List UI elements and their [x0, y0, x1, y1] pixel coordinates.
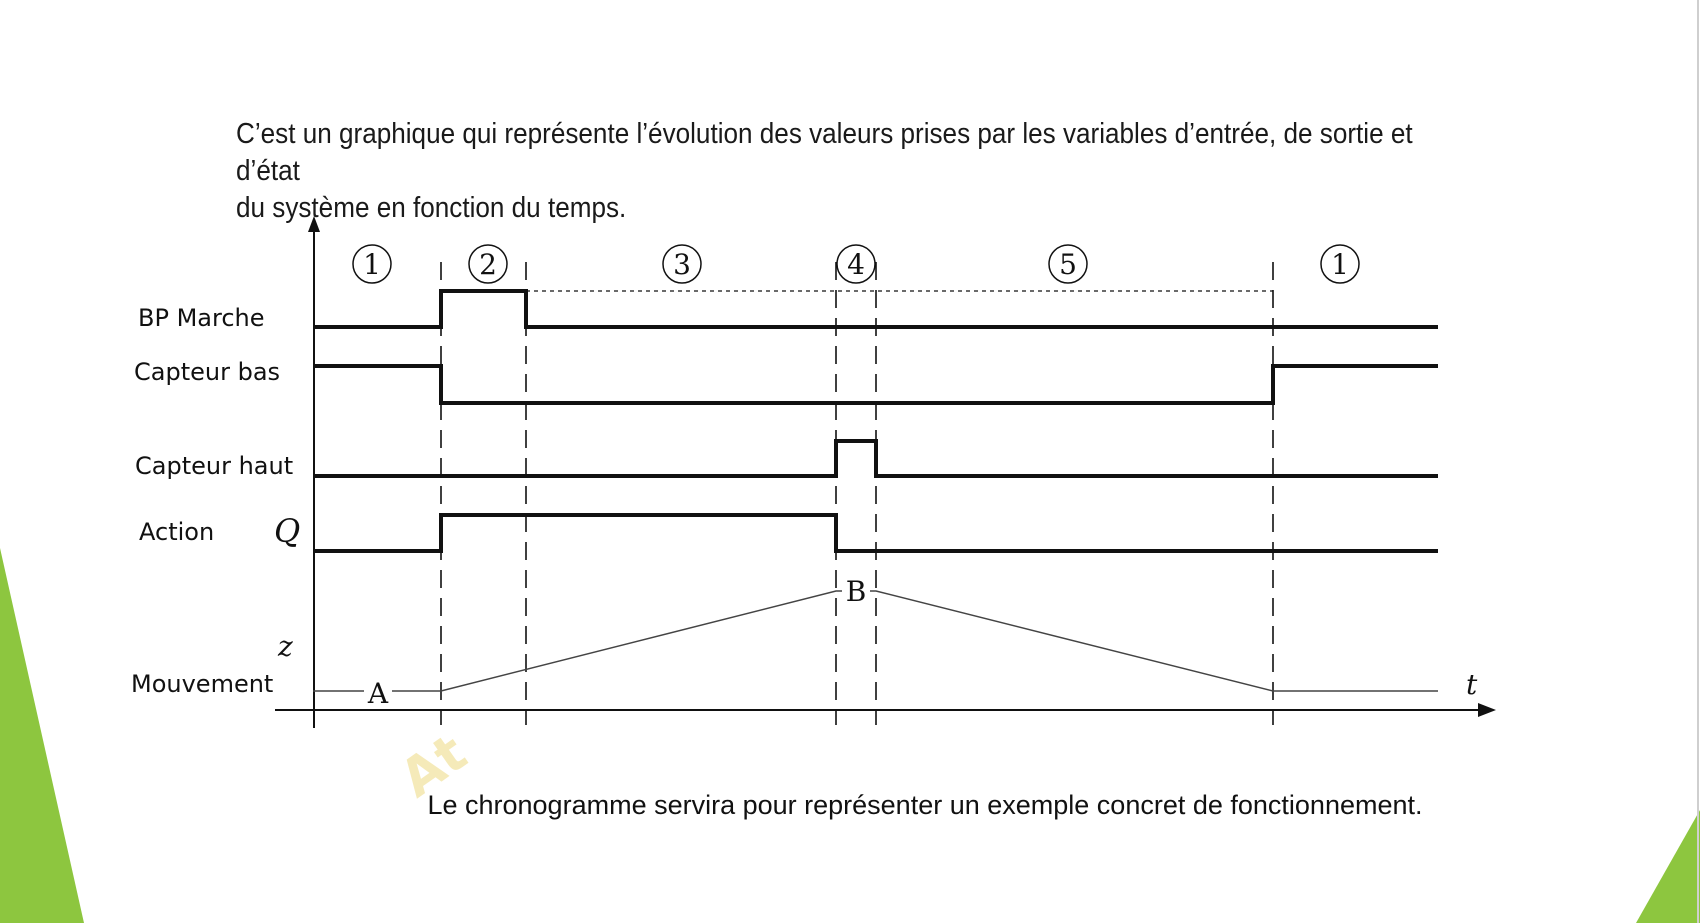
label-z: z: [277, 630, 293, 663]
phase-label-4: 4: [847, 248, 865, 281]
label-bp-marche: BP Marche: [138, 304, 265, 332]
phase-label-3: 3: [673, 248, 691, 281]
point-a-mask: [364, 679, 392, 705]
point-b-mask: [842, 579, 870, 605]
intro-text: C’est un graphique qui représente l’évol…: [236, 116, 1433, 227]
label-capteur-haut: Capteur haut: [135, 452, 293, 480]
phase-label-6: 1: [1331, 248, 1349, 281]
phase-circle-4: [836, 244, 876, 284]
label-action-q: Q: [274, 512, 300, 550]
phase-circles: [352, 244, 1360, 284]
waveform-capteur-bas: [313, 364, 1438, 405]
phase-separators: [440, 262, 1274, 725]
waveform-capteur-haut: [313, 439, 1438, 478]
label-mouvement: Mouvement: [131, 670, 273, 698]
waveform-bp-marche: [313, 289, 1438, 329]
time-axis-label: t: [1466, 668, 1478, 701]
point-a-label: A: [367, 677, 389, 710]
intro-line-2: du système en fonction du temps.: [236, 192, 627, 224]
phase-circle-2: [468, 244, 508, 284]
phase-circle-5: [1048, 244, 1088, 284]
phase-label-2: 2: [479, 248, 497, 281]
phase-circle-6: [1320, 244, 1360, 284]
point-b-label: B: [846, 575, 867, 608]
label-capteur-bas: Capteur bas: [134, 358, 280, 386]
phase-label-1: 1: [363, 248, 381, 281]
phase-label-5: 5: [1059, 248, 1077, 281]
waveform-action: [313, 513, 1438, 553]
phase-circle-3: [662, 244, 702, 284]
right-green-triangle: [1636, 810, 1700, 923]
phase-circle-1: [352, 244, 392, 284]
label-action: Action: [139, 518, 214, 546]
intro-line-1: C’est un graphique qui représente l’évol…: [236, 118, 1413, 187]
time-axis-arrow: [1478, 703, 1496, 717]
left-green-triangle: [0, 548, 84, 923]
vertical-axis-arrow: [308, 216, 320, 232]
caption: Le chronogramme servira pour représenter…: [427, 790, 1423, 820]
